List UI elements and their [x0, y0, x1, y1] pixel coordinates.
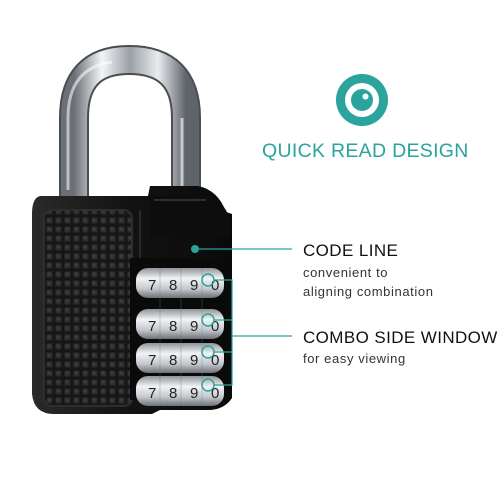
description-line: for easy viewing [303, 351, 406, 366]
shackle [59, 44, 201, 222]
dial-digit: 7 [148, 352, 156, 369]
description-line: aligning combination [303, 284, 434, 299]
dial-digit: 8 [169, 277, 177, 294]
code-line-title: CODE LINE [303, 241, 399, 260]
dial-digit: 7 [148, 277, 156, 294]
description-line: convenient to [303, 265, 389, 280]
dial-digit: 0 [211, 277, 219, 294]
dial-digit: 7 [148, 318, 156, 335]
combination-dials: 7 8 9 0 7 8 9 0 7 8 9 0 7 8 [130, 258, 224, 406]
dial-digit: 8 [169, 318, 177, 335]
dial-digit: 9 [190, 352, 198, 369]
combo-side-window-description: for easy viewing [303, 349, 406, 368]
headline: QUICK READ DESIGN [262, 140, 469, 162]
code-line-callout [191, 245, 292, 253]
dial-digit: 9 [190, 277, 198, 294]
camera-lens-icon [336, 74, 388, 126]
dial-digit: 0 [211, 318, 219, 335]
dial-digit: 0 [211, 352, 219, 369]
dial-digit: 9 [190, 318, 198, 335]
dial-1: 7 8 9 0 [136, 268, 224, 298]
dial-digit: 9 [190, 385, 198, 402]
code-line-description: convenient to aligning combination [303, 263, 434, 301]
combo-side-window-title: COMBO SIDE WINDOW [303, 328, 498, 347]
code-line-marker [191, 245, 199, 253]
dial-digit: 8 [169, 352, 177, 369]
dial-2: 7 8 9 0 [136, 309, 224, 339]
dial-digit: 8 [169, 385, 177, 402]
side-window-callout [201, 273, 292, 392]
dial-digit: 7 [148, 385, 156, 402]
dial-digit: 0 [211, 385, 219, 402]
